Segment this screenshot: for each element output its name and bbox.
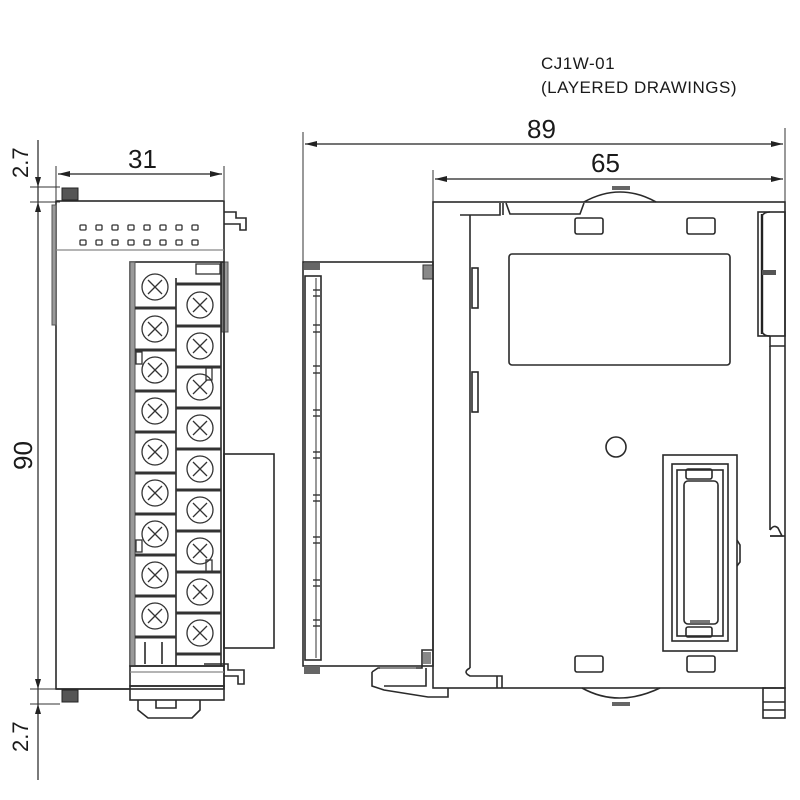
slot-top-left (574, 217, 604, 235)
dim-line-31 (55, 166, 225, 200)
slot-bottom-right (686, 655, 716, 673)
layered-terminal-cover (302, 261, 434, 674)
side-view (302, 128, 786, 719)
subtitle-label: (LAYERED DRAWINGS) (541, 78, 738, 97)
slot-top-right (686, 217, 716, 235)
mounting-hole (605, 436, 627, 458)
model-label: CJ1W-01 (541, 54, 616, 73)
drawing-title: CJ1W-01 (LAYERED DRAWINGS) (541, 52, 737, 100)
indicator-leds (79, 224, 199, 246)
dim-line-89 (302, 128, 786, 262)
front-bottom-assembly (56, 642, 245, 719)
dim-front-width: 31 (128, 144, 157, 174)
expansion-connector (662, 454, 741, 652)
dim-body-depth: 65 (591, 148, 620, 178)
side-connector-top (757, 211, 786, 537)
dim-total-depth: 89 (527, 114, 556, 144)
unit-body (432, 201, 786, 689)
terminals-right (135, 263, 221, 656)
dim-line-65 (432, 170, 783, 202)
slot-bottom-left (574, 655, 604, 673)
label-window (508, 253, 731, 366)
din-rail-latch (371, 649, 449, 698)
terminal-cover (223, 453, 275, 649)
terminals-left (135, 273, 176, 639)
front-view (30, 140, 275, 780)
dim-line-90 (30, 140, 60, 780)
